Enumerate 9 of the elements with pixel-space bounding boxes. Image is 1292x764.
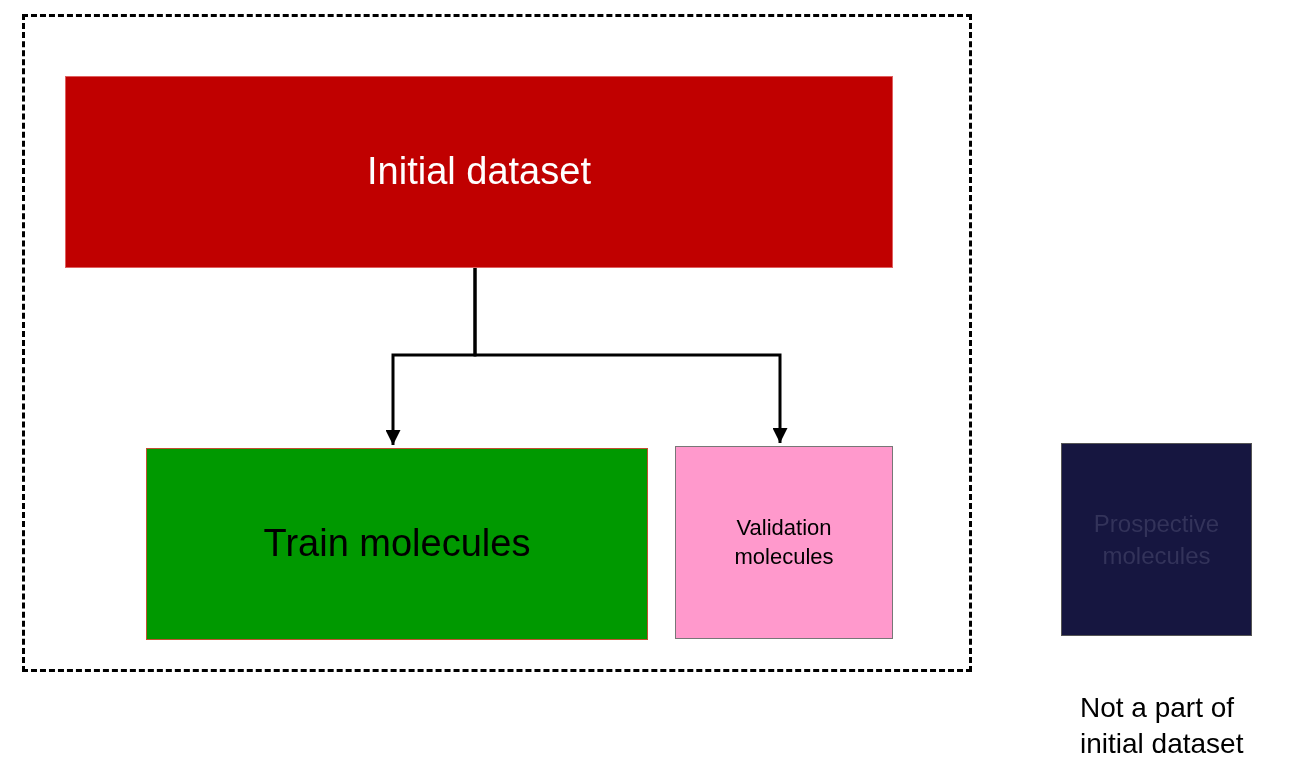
box-label: Validation molecules bbox=[733, 513, 835, 571]
process-box bbox=[675, 446, 893, 639]
process-box bbox=[146, 448, 648, 640]
process-box bbox=[1061, 443, 1252, 636]
box-label: Initial dataset bbox=[367, 149, 591, 195]
note-text: Not a part of initial dataset bbox=[1080, 691, 1245, 761]
process-box bbox=[65, 76, 893, 268]
dashed-boundary bbox=[22, 14, 972, 672]
box-label: Train molecules bbox=[263, 521, 531, 567]
